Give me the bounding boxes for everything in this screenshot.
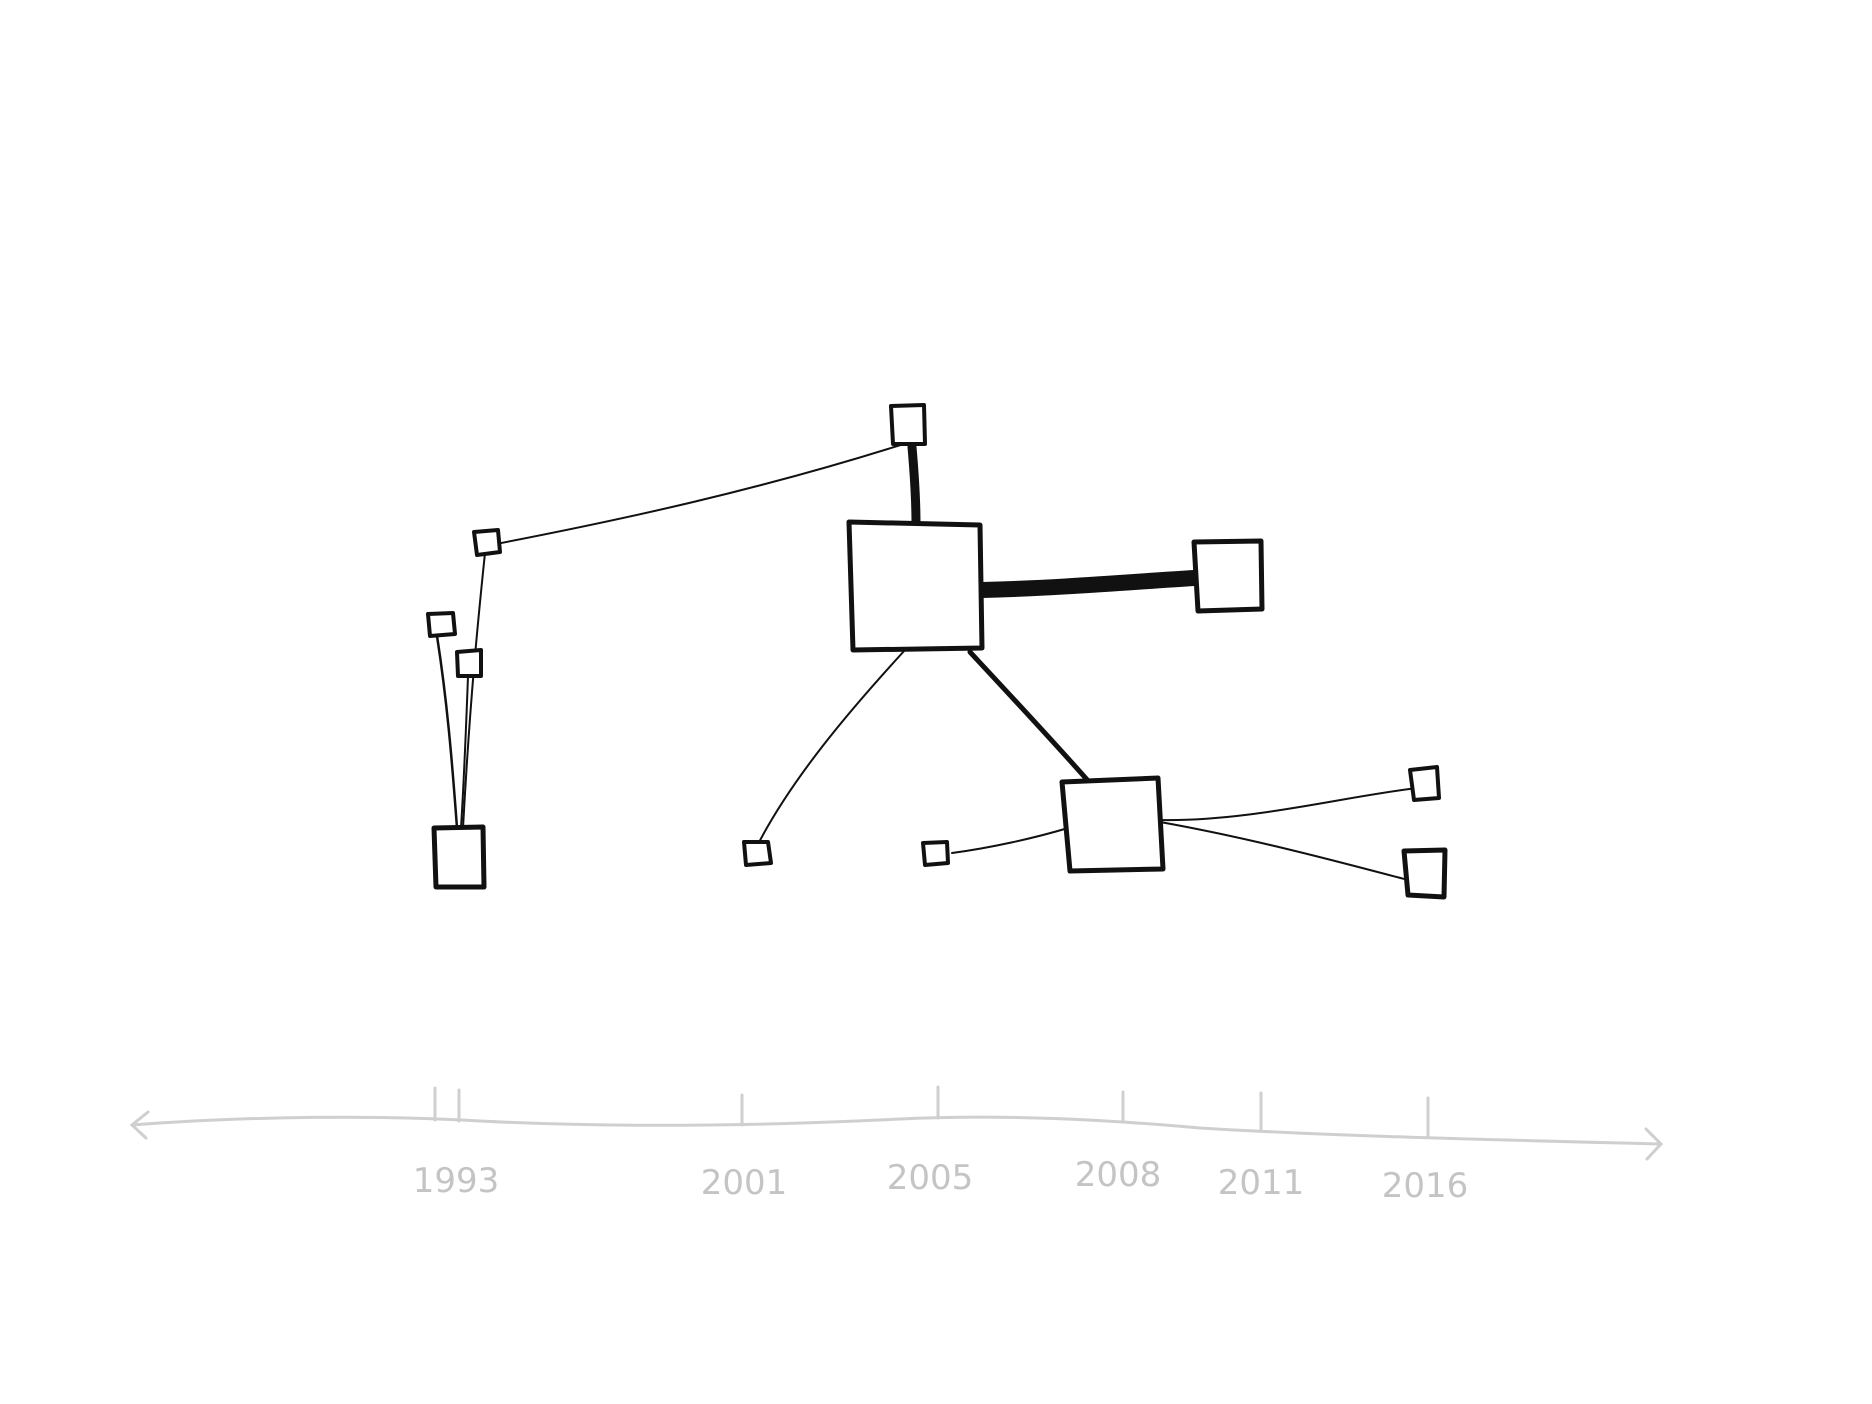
node-c xyxy=(426,611,457,638)
node-d xyxy=(455,648,483,678)
edge-i-to-j xyxy=(951,827,1069,854)
node-j xyxy=(1059,775,1166,874)
year-label-2016: 2016 xyxy=(1382,1166,1469,1206)
node-b xyxy=(889,403,927,446)
node-i xyxy=(921,840,950,867)
edge-g-to-j xyxy=(967,649,1093,786)
node-h xyxy=(1191,538,1265,614)
edge-c-to-e xyxy=(435,634,459,830)
edges xyxy=(435,441,1419,881)
edge-g-to-h xyxy=(974,570,1202,598)
year-label-2001: 2001 xyxy=(701,1163,788,1203)
timeline-axis: 1993 2001 2005 2008 2011 2016 xyxy=(129,1085,1664,1206)
year-label-2011: 2011 xyxy=(1218,1163,1305,1203)
year-label-2008: 2008 xyxy=(1075,1155,1162,1195)
edge-a-to-b xyxy=(495,441,911,545)
node-k xyxy=(1408,765,1441,802)
edge-j-to-k xyxy=(1157,787,1419,822)
node-l xyxy=(1401,847,1448,900)
edge-j-to-l xyxy=(1159,821,1409,881)
node-f xyxy=(742,840,773,867)
node-g xyxy=(846,519,985,653)
edge-d-to-e xyxy=(460,675,469,829)
node-e xyxy=(431,824,487,890)
node-a xyxy=(472,528,502,557)
edge-g-to-f xyxy=(754,649,906,851)
axis-line xyxy=(130,1115,1662,1146)
edge-a-to-e xyxy=(462,552,486,829)
axis-arrow-left xyxy=(129,1110,150,1140)
year-label-2005: 2005 xyxy=(887,1158,974,1198)
year-label-1993: 1993 xyxy=(413,1161,500,1201)
edge-b-to-g xyxy=(907,442,921,529)
nodes xyxy=(426,403,1448,900)
axis-arrow-right xyxy=(1644,1127,1664,1161)
